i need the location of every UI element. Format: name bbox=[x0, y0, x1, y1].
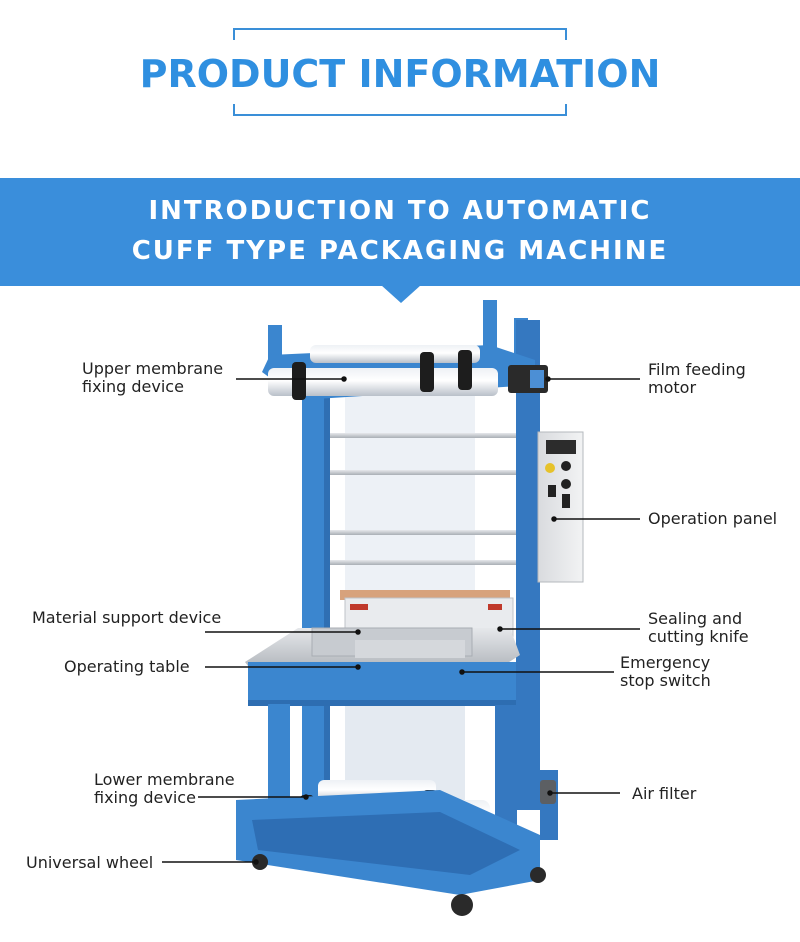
label-upper-membrane: Upper membrane fixing device bbox=[82, 359, 224, 396]
label-film-feeding-motor: Film feeding motor bbox=[648, 360, 746, 397]
label-material-support: Material support device bbox=[32, 608, 222, 627]
banner-line-1: INTRODUCTION TO AUTOMATIC bbox=[148, 196, 652, 226]
label-universal-wheel: Universal wheel bbox=[26, 853, 154, 872]
label-sealing-knife: Sealing and cutting knife bbox=[648, 609, 749, 646]
label-operating-table: Operating table bbox=[64, 657, 190, 676]
label-lower-membrane: Lower membrane fixing device bbox=[94, 770, 235, 807]
banner-line-2: CUFF TYPE PACKAGING MACHINE bbox=[131, 236, 669, 266]
banner-pointer bbox=[381, 285, 421, 303]
label-emergency-stop: Emergency stop switch bbox=[620, 653, 711, 690]
page-title: PRODUCT INFORMATION bbox=[139, 52, 661, 96]
label-air-filter: Air filter bbox=[632, 784, 697, 803]
label-operation-panel: Operation panel bbox=[648, 509, 778, 528]
intro-banner bbox=[0, 178, 800, 286]
title-frame bbox=[233, 28, 567, 116]
